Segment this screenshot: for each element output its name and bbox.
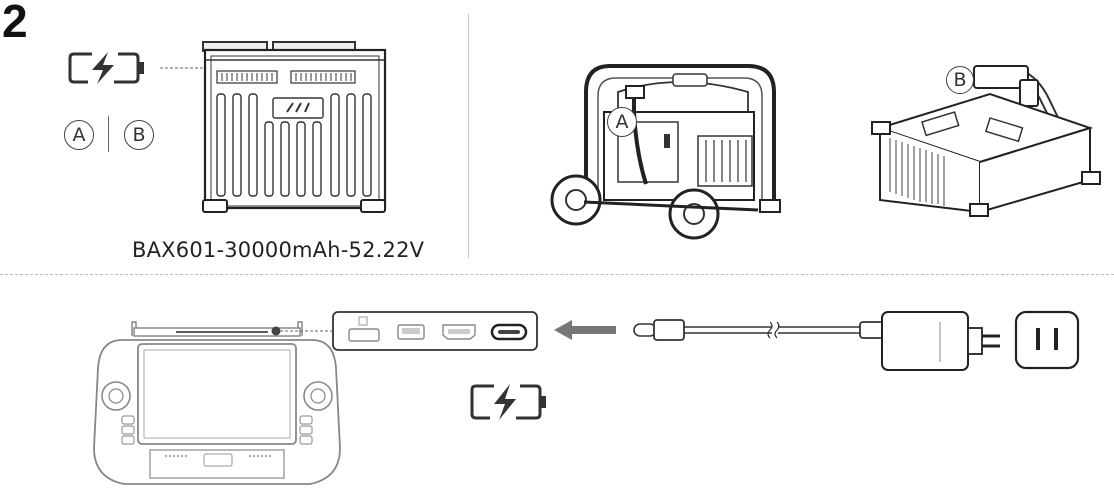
callout-a-text: A <box>615 111 629 133</box>
callout-b-battery: B <box>946 66 974 94</box>
remote-controller-illustration <box>93 321 341 485</box>
section-divider-horizontal <box>0 274 1114 275</box>
power-adapter-illustration <box>881 311 1000 371</box>
callout-b-text: B <box>953 69 967 91</box>
generator-illustration <box>550 64 781 240</box>
battery-model-label: BAX601-30000mAh-52.22V <box>132 238 425 262</box>
callout-b-left: B <box>124 120 154 150</box>
panel-divider-vertical <box>468 14 469 258</box>
charging-battery-icon-bottom <box>470 384 546 420</box>
callout-a-left: A <box>64 120 94 150</box>
usb-c-cable-illustration <box>633 319 891 341</box>
battery-station-illustration <box>160 41 387 213</box>
callout-divider <box>108 116 109 152</box>
battery-station-side-illustration <box>871 65 1101 217</box>
port-panel <box>332 311 538 351</box>
callout-b-left-text: B <box>132 124 146 146</box>
ac-power-plug-icon <box>1014 310 1080 370</box>
step-number: 2 <box>2 0 28 47</box>
insert-arrow-icon <box>554 320 616 340</box>
callout-a-generator: A <box>607 107 637 137</box>
charging-battery-icon <box>68 52 144 84</box>
callout-a-left-text: A <box>72 124 86 146</box>
